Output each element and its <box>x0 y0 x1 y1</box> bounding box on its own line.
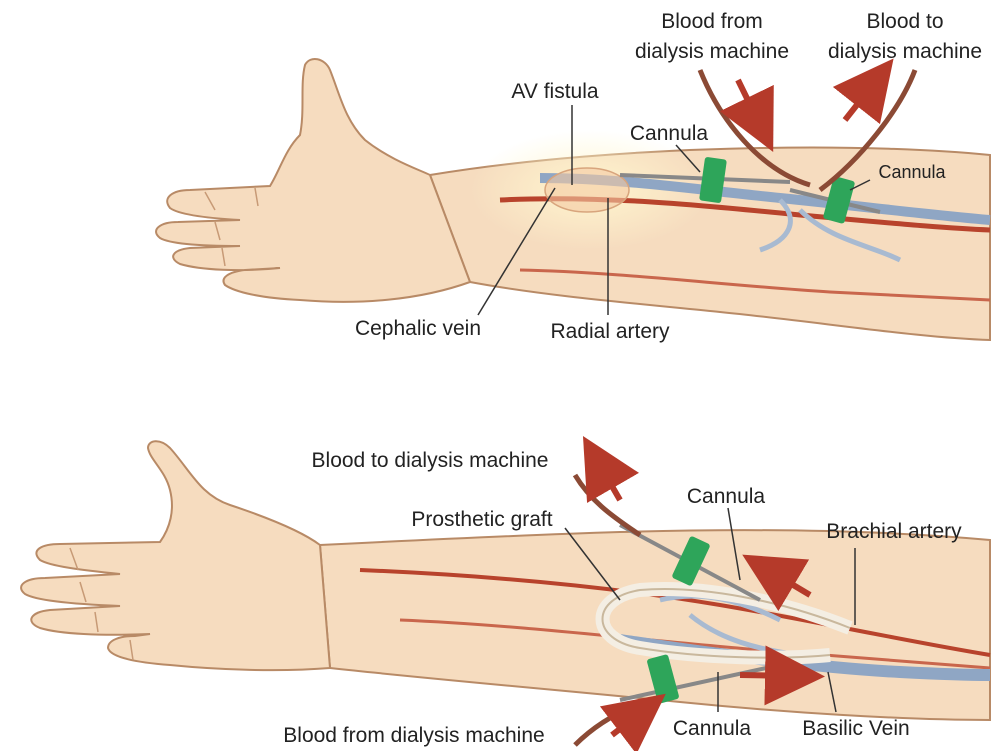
label-radial-artery: Radial artery <box>550 320 670 343</box>
top-hand <box>156 59 470 302</box>
bottom-arrow-along-vein <box>740 675 795 676</box>
label-blood-from-machine: Blood from dialysis machine <box>283 724 544 747</box>
top-arrow-to-machine <box>845 82 875 120</box>
label-cephalic-vein: Cephalic vein <box>355 317 481 340</box>
label-blood-to-machine-1: Blood to <box>866 10 943 33</box>
label-brachial-artery: Brachial artery <box>826 520 962 543</box>
label-blood-from-machine-1: Blood from <box>661 10 763 33</box>
bottom-hand <box>21 441 330 670</box>
label-cannula-right: Cannula <box>878 162 946 182</box>
av-fistula-circle <box>545 168 629 212</box>
bottom-tube-from-machine <box>575 700 650 745</box>
top-arrow-from-machine <box>738 80 760 125</box>
label-cannula-left: Cannula <box>630 122 709 145</box>
label-blood-to-machine-2: dialysis machine <box>828 40 982 63</box>
label-prosthetic-graft: Prosthetic graft <box>411 508 552 531</box>
label-cannula-top: Cannula <box>687 485 766 508</box>
label-basilic-vein: Basilic Vein <box>802 717 909 740</box>
top-panel: Blood from dialysis machine Blood to dia… <box>156 10 990 343</box>
label-av-fistula: AV fistula <box>511 80 598 103</box>
bottom-arrow-to-machine <box>598 462 620 500</box>
label-cannula-bottom: Cannula <box>673 717 752 740</box>
label-blood-to-machine: Blood to dialysis machine <box>312 449 549 472</box>
bottom-panel: Blood to dialysis machine Cannula Prosth… <box>21 441 990 747</box>
label-blood-from-machine-2: dialysis machine <box>635 40 789 63</box>
